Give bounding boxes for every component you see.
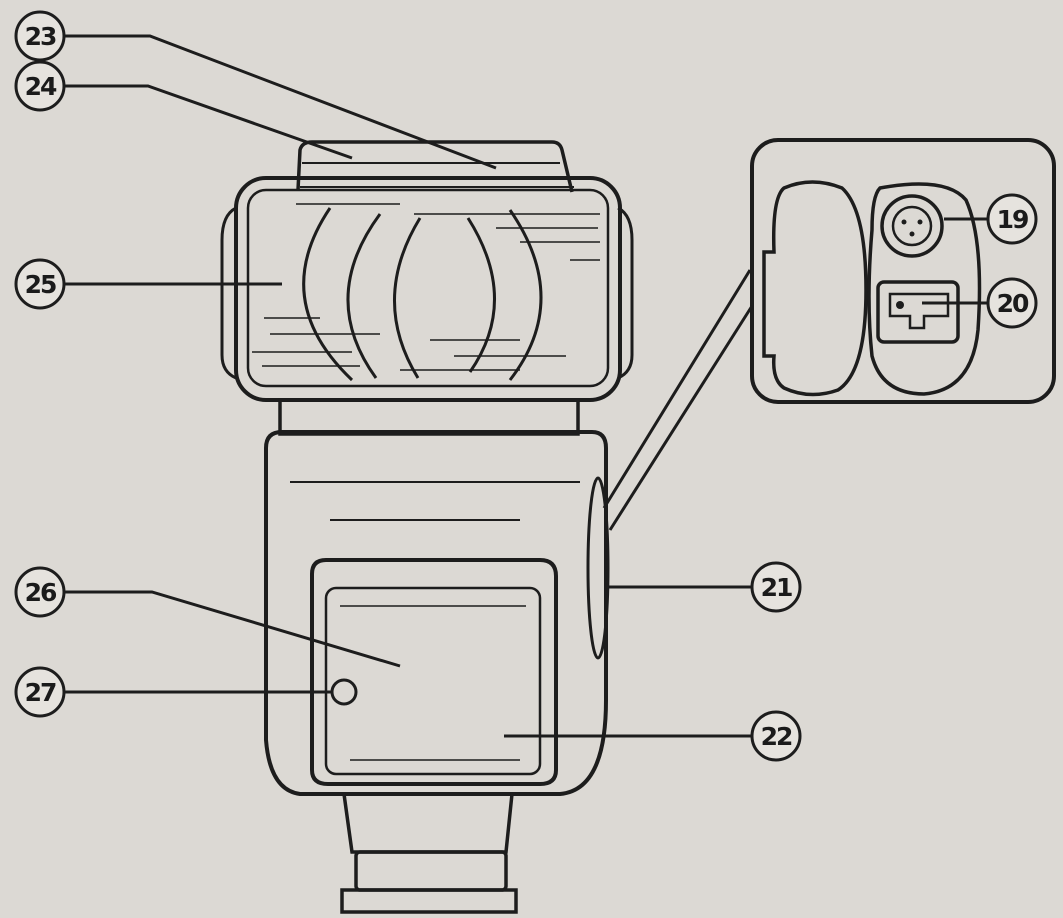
leader-lines [64, 34, 988, 738]
callout-19-label: 19 [997, 205, 1028, 234]
mounting-foot [340, 793, 518, 914]
callout-22: 22 [750, 710, 802, 762]
flash-window [246, 188, 610, 388]
flash-body [264, 430, 610, 796]
callouts: 23 24 25 26 27 19 20 21 [14, 10, 1038, 762]
inset-pointer-lower [608, 305, 754, 531]
connector-inset [750, 138, 1056, 404]
leader-23 [64, 34, 497, 170]
fresnel-rings [302, 207, 543, 382]
rear-sensor [330, 678, 358, 706]
callout-26-label: 26 [25, 578, 57, 607]
flash-head [220, 140, 634, 436]
terminal-cover [762, 180, 868, 397]
callout-19: 19 [986, 193, 1038, 245]
multi-pin-socket [880, 194, 944, 258]
callout-22-label: 22 [761, 722, 792, 751]
callout-25-label: 25 [25, 270, 56, 299]
power-terminal [876, 280, 960, 344]
side-button-oval [586, 476, 610, 660]
callout-20: 20 [986, 277, 1038, 329]
window-hatching [252, 203, 600, 371]
callout-20-label: 20 [997, 289, 1029, 318]
leader-24 [64, 84, 353, 160]
callout-27-label: 27 [25, 678, 56, 707]
callout-25: 25 [14, 258, 66, 310]
callout-21: 21 [750, 561, 802, 613]
rear-panel [310, 558, 558, 786]
callout-21-label: 21 [761, 573, 792, 602]
callout-27: 27 [14, 666, 66, 718]
callout-23-label: 23 [25, 22, 56, 51]
callout-24-label: 24 [25, 72, 57, 101]
inset-pointer-upper [602, 269, 752, 509]
callout-26: 26 [14, 566, 66, 618]
callout-23: 23 [14, 10, 66, 62]
inset-frame [750, 138, 1056, 404]
callout-24: 24 [14, 60, 66, 112]
leader-26 [64, 590, 401, 668]
